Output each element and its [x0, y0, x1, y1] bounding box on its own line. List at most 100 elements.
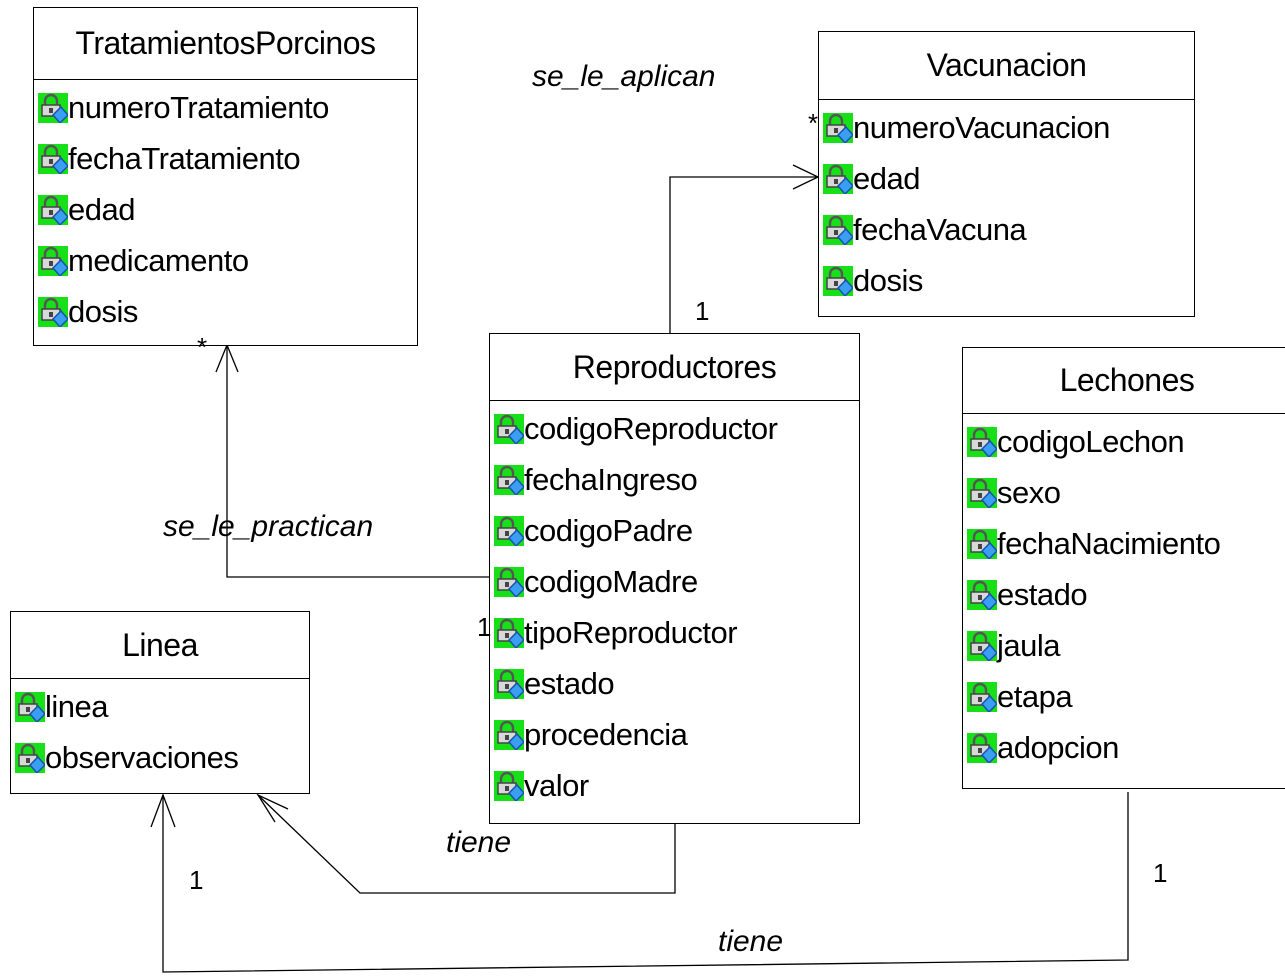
- multiplicity-linea: 1: [189, 865, 204, 895]
- attribute-label: numeroTratamiento: [68, 89, 329, 125]
- attribute-label: numeroVacunacion: [853, 109, 1110, 145]
- class-vacunacion[interactable]: Vacunacion numeroVacunacion edad fechaVacu…: [818, 31, 1195, 317]
- lock-attribute-icon: [967, 528, 997, 559]
- multiplicity-reproductores-top: 1: [695, 296, 710, 326]
- attribute-row[interactable]: numeroTratamiento: [34, 82, 417, 133]
- attribute-label: jaula: [997, 627, 1061, 663]
- attribute-label: edad: [853, 160, 920, 196]
- lock-attribute-icon: [494, 515, 524, 546]
- class-name: TratamientosPorcinos: [34, 8, 417, 80]
- assoc-line-se-le-aplican: [669, 176, 818, 333]
- attribute-label: adopcion: [997, 729, 1119, 765]
- attribute-label: codigoReproductor: [524, 410, 778, 446]
- attribute-row[interactable]: sexo: [963, 467, 1285, 518]
- attribute-row[interactable]: codigoReproductor: [490, 403, 859, 454]
- class-lechones[interactable]: Lechones codigoLechon sexo fechaNacimiento…: [962, 347, 1285, 789]
- lock-attribute-icon: [38, 296, 68, 327]
- attribute-list: numeroVacunacion edad fechaVacuna dosis: [819, 100, 1194, 306]
- class-name: Reproductores: [490, 334, 859, 401]
- attribute-label: codigoMadre: [524, 563, 698, 599]
- lock-attribute-icon: [494, 566, 524, 597]
- lock-attribute-icon: [15, 742, 45, 773]
- lock-attribute-icon: [823, 163, 853, 194]
- lock-attribute-icon: [494, 770, 524, 801]
- attribute-row[interactable]: valor: [490, 760, 859, 811]
- attribute-label: estado: [997, 576, 1088, 612]
- attribute-label: edad: [68, 191, 135, 227]
- attribute-label: sexo: [997, 474, 1061, 510]
- class-name: Lechones: [963, 348, 1285, 414]
- attribute-label: fechaNacimiento: [997, 525, 1221, 561]
- attribute-label: procedencia: [524, 716, 688, 752]
- class-name: Linea: [11, 612, 309, 679]
- attribute-row[interactable]: fechaNacimiento: [963, 518, 1285, 569]
- attribute-label: codigoLechon: [997, 423, 1185, 459]
- attribute-label: fechaVacuna: [853, 211, 1027, 247]
- attribute-row[interactable]: numeroVacunacion: [819, 102, 1194, 153]
- multiplicity-reproductores-left: 1: [477, 612, 492, 642]
- assoc-label-tiene-lechones: tiene: [718, 925, 784, 958]
- attribute-label: observaciones: [45, 739, 239, 775]
- lock-attribute-icon: [494, 413, 524, 444]
- lock-attribute-icon: [38, 245, 68, 276]
- attribute-label: dosis: [68, 293, 138, 329]
- attribute-row[interactable]: estado: [490, 658, 859, 709]
- class-reproductores[interactable]: Reproductores codigoReproductor fechaIngr…: [489, 333, 860, 824]
- lock-attribute-icon: [967, 681, 997, 712]
- class-tratamientos-porcinos[interactable]: TratamientosPorcinos numeroTratamiento fe…: [33, 7, 418, 346]
- lock-attribute-icon: [494, 719, 524, 750]
- attribute-row[interactable]: codigoLechon: [963, 416, 1285, 467]
- attribute-row[interactable]: codigoMadre: [490, 556, 859, 607]
- arrowhead-linea-bottom: [150, 793, 176, 828]
- attribute-label: etapa: [997, 678, 1073, 714]
- lock-attribute-icon: [494, 464, 524, 495]
- attribute-row[interactable]: medicamento: [34, 235, 417, 286]
- attribute-row[interactable]: adopcion: [963, 722, 1285, 773]
- attribute-list: linea observaciones: [11, 679, 309, 783]
- lock-attribute-icon: [967, 579, 997, 610]
- lock-attribute-icon: [967, 630, 997, 661]
- attribute-label: linea: [45, 688, 109, 724]
- lock-attribute-icon: [38, 143, 68, 174]
- attribute-row[interactable]: estado: [963, 569, 1285, 620]
- attribute-list: codigoReproductor fechaIngreso codigoPadre…: [490, 401, 859, 811]
- lock-attribute-icon: [823, 214, 853, 245]
- attribute-row[interactable]: fechaTratamiento: [34, 133, 417, 184]
- lock-attribute-icon: [15, 691, 45, 722]
- attribute-row[interactable]: edad: [819, 153, 1194, 204]
- multiplicity-lechones: 1: [1153, 858, 1168, 888]
- assoc-label-se-le-aplican: se_le_aplican: [532, 60, 716, 93]
- attribute-label: fechaTratamiento: [68, 140, 301, 176]
- attribute-row[interactable]: procedencia: [490, 709, 859, 760]
- attribute-row[interactable]: linea: [11, 681, 309, 732]
- attribute-row[interactable]: tipoReproductor: [490, 607, 859, 658]
- lock-attribute-icon: [823, 265, 853, 296]
- attribute-row[interactable]: jaula: [963, 620, 1285, 671]
- attribute-label: tipoReproductor: [524, 614, 738, 650]
- lock-attribute-icon: [967, 477, 997, 508]
- attribute-row[interactable]: fechaIngreso: [490, 454, 859, 505]
- assoc-line-se-le-practican: [226, 345, 489, 578]
- class-name: Vacunacion: [819, 32, 1194, 100]
- attribute-row[interactable]: etapa: [963, 671, 1285, 722]
- attribute-row[interactable]: dosis: [819, 255, 1194, 306]
- class-linea[interactable]: Linea linea observaciones: [10, 611, 310, 794]
- assoc-label-se-le-practican: se_le_practican: [163, 510, 374, 543]
- lock-attribute-icon: [38, 194, 68, 225]
- arrowhead-linea-right: [256, 793, 289, 823]
- attribute-label: medicamento: [68, 242, 249, 278]
- attribute-row[interactable]: codigoPadre: [490, 505, 859, 556]
- multiplicity-vacunacion: *: [808, 108, 819, 138]
- attribute-list: numeroTratamiento fechaTratamiento edad med…: [34, 80, 417, 337]
- attribute-label: estado: [524, 665, 615, 701]
- attribute-row[interactable]: dosis: [34, 286, 417, 337]
- attribute-row[interactable]: edad: [34, 184, 417, 235]
- attribute-list: codigoLechon sexo fechaNacimiento estado jau…: [963, 414, 1285, 773]
- attribute-label: codigoPadre: [524, 512, 693, 548]
- lock-attribute-icon: [494, 617, 524, 648]
- attribute-label: valor: [524, 767, 589, 803]
- attribute-row[interactable]: observaciones: [11, 732, 309, 783]
- attribute-row[interactable]: fechaVacuna: [819, 204, 1194, 255]
- lock-attribute-icon: [823, 112, 853, 143]
